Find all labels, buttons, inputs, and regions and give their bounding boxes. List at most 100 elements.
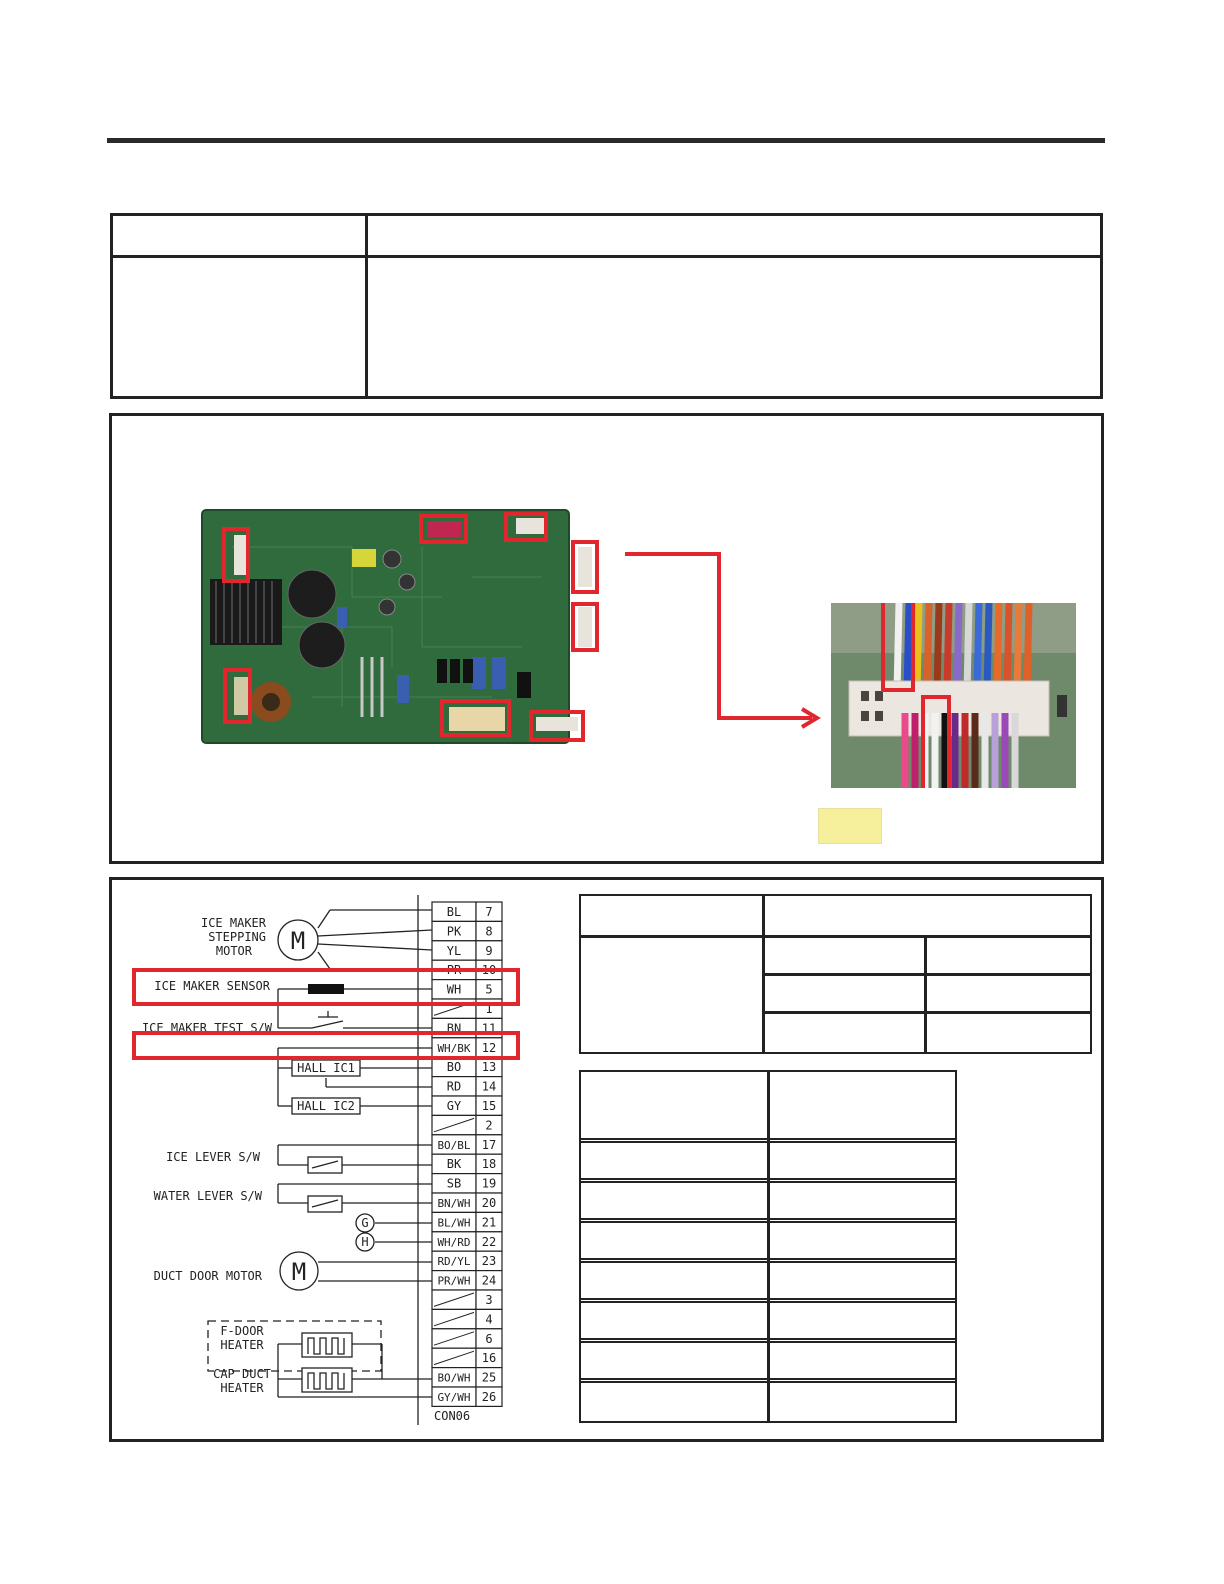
spec-table-2-cell	[767, 1070, 957, 1143]
spec-table-2-cell	[767, 1338, 957, 1383]
pin-unused-slash	[433, 1331, 475, 1346]
duct-motor-symbol: M	[292, 1258, 306, 1286]
label-hall-ic1: HALL IC1	[297, 1061, 355, 1075]
pin-number-label: 8	[485, 924, 492, 938]
pin-color-label: BN/WH	[437, 1197, 470, 1210]
spec-table-2-cell	[767, 1138, 957, 1183]
info-table-divider-h	[113, 255, 1100, 258]
pin-unused-slash	[433, 1117, 475, 1133]
pin-color-label: BO	[447, 1060, 461, 1074]
spec-table-1-cell	[762, 1011, 927, 1054]
pin-color-label: SB	[447, 1177, 461, 1191]
spec-table-1-cell	[579, 935, 765, 1054]
pin-number-label: 5	[485, 983, 492, 997]
pin-number-label: 16	[482, 1351, 496, 1365]
spec-table-1-cell	[762, 973, 927, 1014]
pin-number-label: 23	[482, 1254, 496, 1268]
wire-highlight-box	[921, 695, 951, 788]
spec-table-2-cell	[579, 1258, 770, 1303]
pin-number-label: 19	[482, 1177, 496, 1191]
pin-color-label: BL	[447, 905, 461, 919]
connector-closeup-image	[831, 603, 1076, 788]
spec-table-1-cell	[924, 973, 1092, 1014]
spec-table-2-cell	[579, 1178, 770, 1223]
label-motor-1: ICE MAKER	[201, 916, 267, 930]
pin-number-label: 9	[485, 944, 492, 958]
pin-unused-slash	[433, 1292, 475, 1307]
spec-table-2-cell	[579, 1298, 770, 1343]
pin-color-label: WH/RD	[437, 1236, 470, 1249]
pin-number-label: 15	[482, 1099, 496, 1113]
pin-color-label: YL	[447, 944, 461, 958]
spec-table-2-cell	[579, 1070, 770, 1143]
pin-color-label: BO/BL	[437, 1139, 470, 1152]
pin-number-label: 25	[482, 1371, 496, 1385]
pcb-highlight-box	[571, 540, 599, 594]
pin-number-label: 3	[485, 1293, 492, 1307]
pin-color-label: WH/BK	[437, 1042, 470, 1055]
pointer-arrow	[625, 552, 821, 729]
wiring-schematic: M M G H ICE MAKER STEPPING MOTOR ICE MAK…	[132, 895, 520, 1425]
pin-color-label: BL/WH	[437, 1216, 470, 1229]
label-water-lever: WATER LEVER S/W	[154, 1189, 263, 1203]
pcb-highlight-box	[529, 710, 585, 742]
label-ice-lever: ICE LEVER S/W	[166, 1150, 261, 1164]
pin-number-label: 12	[482, 1041, 496, 1055]
pcb-highlight-box	[222, 527, 250, 583]
pcb-board-image	[201, 509, 599, 744]
label-capduct-1: CAP DUCT	[213, 1367, 271, 1381]
pin-number-label: 24	[482, 1274, 496, 1288]
pin-color-label: RD	[447, 1080, 461, 1094]
ground-g-symbol: G	[361, 1216, 368, 1230]
header-rule	[107, 138, 1105, 143]
highlight-wh-bk-12	[132, 1031, 520, 1060]
pin-color-label: GY/WH	[437, 1391, 470, 1404]
spec-table-2-cell	[579, 1338, 770, 1383]
pcb-highlight-box	[419, 514, 468, 544]
note-swatch	[818, 808, 882, 844]
pin-color-label: BO/WH	[437, 1372, 470, 1385]
pin-color-label: PR/WH	[437, 1275, 470, 1288]
spec-table-1-cell	[924, 935, 1092, 976]
pin-number-cell	[475, 1386, 503, 1407]
spec-table-2-cell	[767, 1258, 957, 1303]
pin-color-label: BK	[447, 1157, 462, 1171]
label-hall-ic2: HALL IC2	[297, 1099, 355, 1113]
spec-table-2-cell	[767, 1178, 957, 1223]
pin-number-label: 14	[482, 1080, 496, 1094]
pin-number-label: 26	[482, 1390, 496, 1404]
label-capduct-2: HEATER	[220, 1381, 264, 1395]
spec-table-1-cell	[924, 1011, 1092, 1054]
ground-h-symbol: H	[361, 1235, 368, 1249]
spec-table-2-cell	[579, 1218, 770, 1263]
label-fdoor-1: F-DOOR	[220, 1324, 264, 1338]
pin-number-label: 2	[485, 1118, 492, 1132]
pin-color-label: RD/YL	[437, 1255, 470, 1268]
pcb-highlight-box	[504, 512, 548, 542]
pin-unused-slash	[433, 1350, 475, 1366]
pcb-highlight-box	[440, 699, 511, 737]
spec-table-1-cell	[762, 894, 1092, 938]
spec-table-2-cell	[767, 1378, 957, 1423]
info-table	[110, 213, 1103, 399]
spec-table-2	[579, 1070, 957, 1423]
pin-color-label: GY	[447, 1099, 462, 1113]
connector-label: CON06	[434, 1409, 470, 1423]
pin-number-label: 4	[485, 1312, 492, 1326]
info-table-divider-v	[365, 216, 368, 396]
label-sensor: ICE MAKER SENSOR	[154, 979, 270, 993]
spec-table-1-cell	[579, 894, 765, 938]
pin-number-label: 7	[485, 905, 492, 919]
motor-symbol: M	[291, 927, 305, 955]
spec-table-1	[579, 894, 1092, 1054]
pin-color-label: WH	[447, 983, 461, 997]
label-duct-motor: DUCT DOOR MOTOR	[154, 1269, 263, 1283]
label-motor-2: STEPPING	[208, 930, 266, 944]
spec-table-2-cell	[579, 1378, 770, 1423]
pcb-highlight-box	[571, 602, 599, 652]
highlight-ice-maker-sensor	[132, 968, 520, 1006]
pcb-highlight-box	[223, 668, 252, 724]
pin-number-label: 1	[485, 1002, 492, 1016]
wire-highlight-box	[881, 603, 915, 692]
